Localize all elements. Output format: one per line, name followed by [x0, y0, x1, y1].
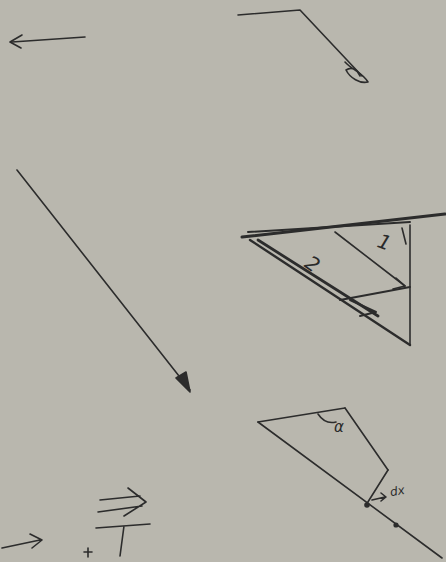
edge-line — [248, 222, 410, 232]
edge-line — [366, 470, 388, 505]
edge-line — [250, 240, 410, 345]
figure-label: 2 — [301, 252, 323, 276]
figure-label: dx — [389, 484, 406, 498]
inner-line — [340, 287, 410, 300]
scribble-head — [345, 62, 368, 82]
arrow — [2, 534, 42, 548]
t-mark — [96, 524, 150, 556]
arrowhead — [10, 35, 22, 48]
inner-line — [335, 232, 405, 286]
arrowhead — [176, 372, 190, 392]
dot — [365, 503, 369, 507]
tick — [402, 228, 406, 244]
arrow — [12, 37, 85, 42]
edge-line — [242, 214, 445, 237]
arrowhead — [350, 300, 376, 316]
double-arrow — [98, 488, 146, 516]
figure-label: 1 — [375, 230, 394, 253]
figure-label: α — [334, 420, 344, 435]
angle-arc — [318, 414, 336, 423]
edge-line — [258, 422, 442, 558]
plus-mark — [84, 548, 92, 557]
dot — [394, 523, 398, 527]
edge-line — [258, 408, 345, 422]
edge-line — [409, 225, 411, 345]
dx-arrow — [372, 493, 386, 501]
edge-line — [345, 408, 388, 470]
bent-line — [238, 10, 362, 76]
arrowhead — [393, 278, 405, 289]
arrow — [17, 170, 190, 390]
